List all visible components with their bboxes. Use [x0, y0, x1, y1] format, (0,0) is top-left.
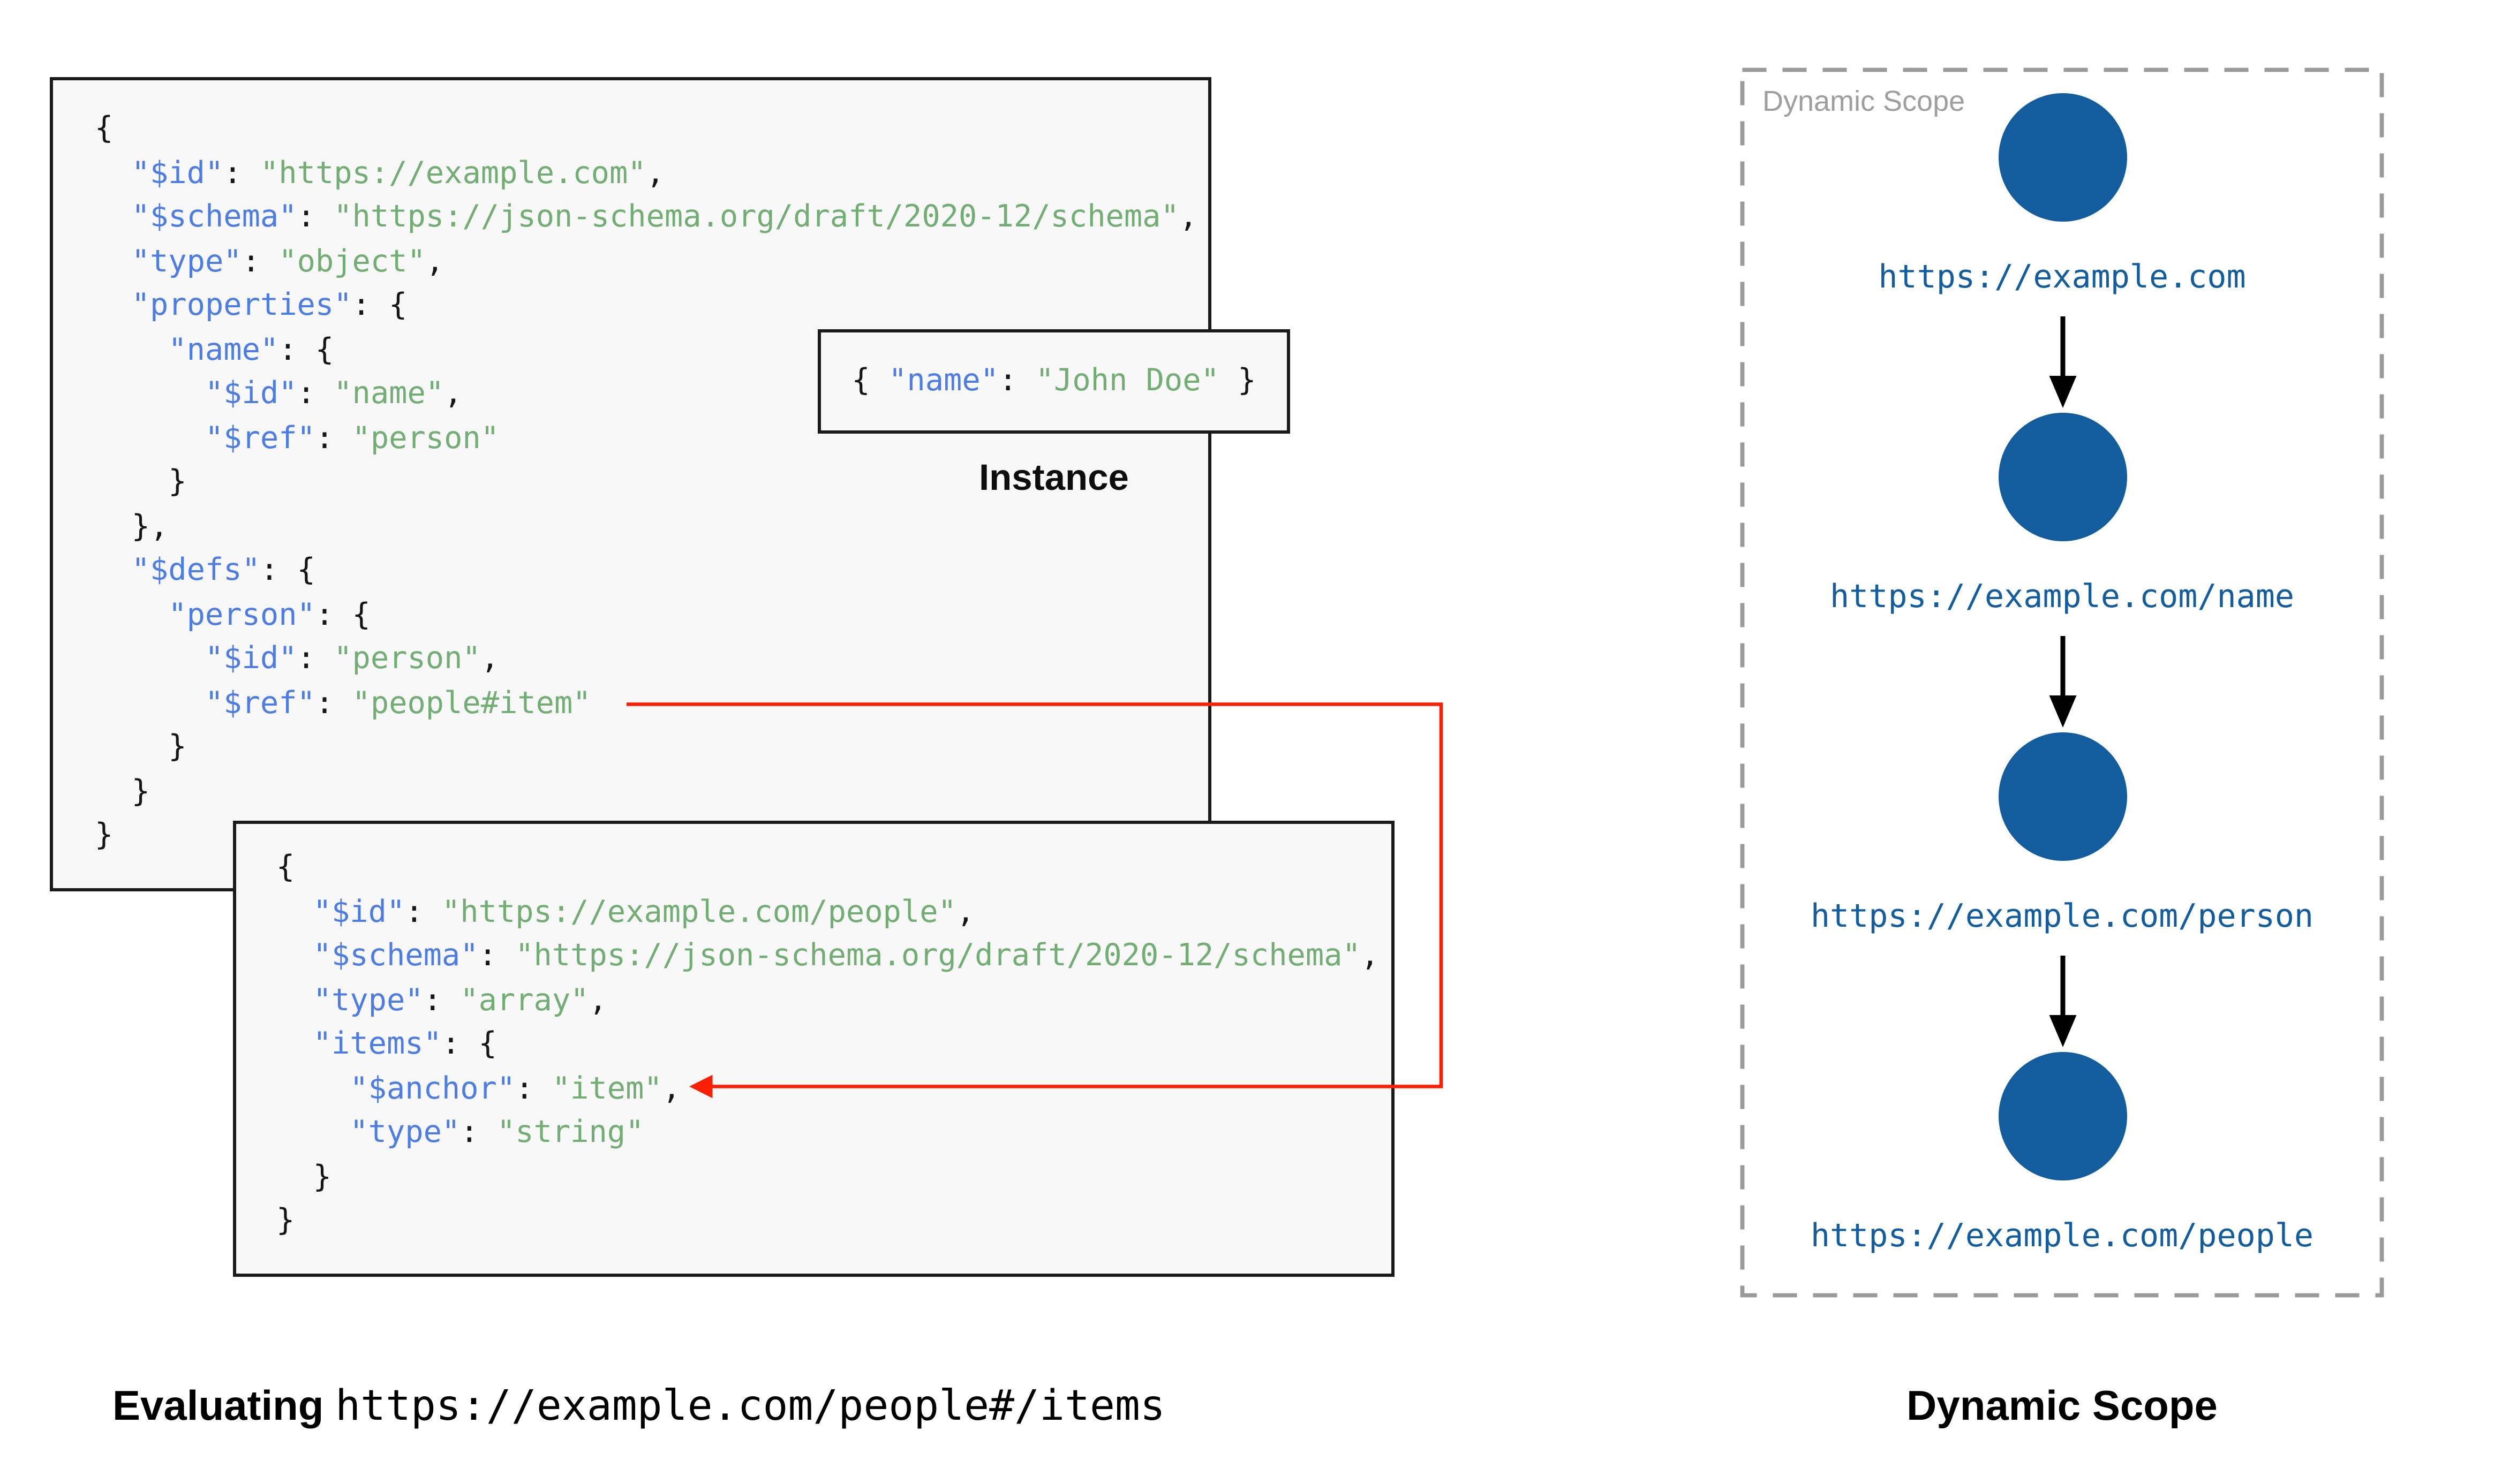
- code-line: "$schema": "https://json-schema.org/draf…: [131, 199, 1198, 234]
- code-line: "$schema": "https://json-schema.org/draf…: [313, 938, 1380, 973]
- dynamic-scope-watermark: Dynamic Scope: [1762, 85, 1965, 117]
- code-line: "$ref": "people#item": [205, 685, 591, 721]
- down-arrow-icon: [2048, 956, 2076, 1047]
- code-line: }: [95, 464, 187, 499]
- people-schema-box: { "$id": "https://example.com/people", "…: [233, 821, 1395, 1277]
- schema-node-uri: https://example.com/people: [1810, 1216, 2314, 1254]
- evaluating-label: Evaluating: [112, 1381, 324, 1429]
- instance-code: { "name": "John Doe" }: [851, 359, 1256, 404]
- instance-label: Instance: [978, 456, 1129, 498]
- schema-node-uri: https://example.com/name: [1830, 577, 2294, 615]
- code-line: { "name": "John Doe" }: [851, 362, 1256, 398]
- schema-node-circle: [1998, 1052, 2127, 1180]
- down-arrow-icon: [2048, 316, 2076, 408]
- code-line: "$id": "name",: [205, 376, 463, 411]
- code-line: "$id": "https://example.com",: [131, 155, 665, 191]
- code-line: {: [276, 850, 295, 885]
- code-line: "type": "object",: [131, 243, 444, 279]
- dynamic-scope-caption: Dynamic Scope: [1906, 1381, 2218, 1429]
- code-line: }: [95, 729, 187, 764]
- instance-box: { "name": "John Doe" }: [818, 329, 1290, 434]
- code-line: "type": "array",: [313, 982, 607, 1018]
- schema-node-circle: [1998, 93, 2127, 222]
- schema-node-uri: https://example.com/person: [1810, 896, 2314, 935]
- code-line: }: [95, 773, 150, 809]
- code-line: "$anchor": "item",: [350, 1070, 681, 1106]
- root-schema-code: { "$id": "https://example.com", "$schema…: [53, 80, 1208, 859]
- code-line: }: [95, 817, 114, 853]
- code-line: "properties": {: [131, 287, 408, 323]
- code-line: "$id": "person",: [205, 641, 500, 676]
- code-line: },: [95, 508, 169, 544]
- evaluating-caption: Evaluating https://example.com/people#/i…: [112, 1381, 1165, 1431]
- evaluating-uri: https://example.com/people#/items: [335, 1383, 1165, 1431]
- code-line: "$id": "https://example.com/people",: [313, 894, 975, 929]
- code-line: }: [276, 1159, 331, 1194]
- dynamic-scope-dashed-border: [1740, 67, 2384, 1298]
- code-line: "type": "string": [350, 1115, 644, 1150]
- code-line: "name": {: [168, 331, 334, 367]
- code-line: {: [95, 111, 114, 146]
- down-arrow-icon: [2048, 636, 2076, 728]
- code-line: "$defs": {: [131, 552, 315, 588]
- people-schema-code: { "$id": "https://example.com/people", "…: [236, 824, 1391, 1244]
- code-line: "$ref": "person": [205, 420, 500, 456]
- code-line: "items": {: [313, 1026, 497, 1062]
- schema-node-circle: [1998, 732, 2127, 861]
- schema-node-uri: https://example.com: [1878, 257, 2246, 296]
- code-line: "person": {: [168, 596, 371, 632]
- schema-node-circle: [1998, 413, 2127, 541]
- code-line: }: [276, 1203, 295, 1238]
- dynamic-scope-panel: Dynamic Scope https://example.com https:/…: [1740, 67, 2384, 1298]
